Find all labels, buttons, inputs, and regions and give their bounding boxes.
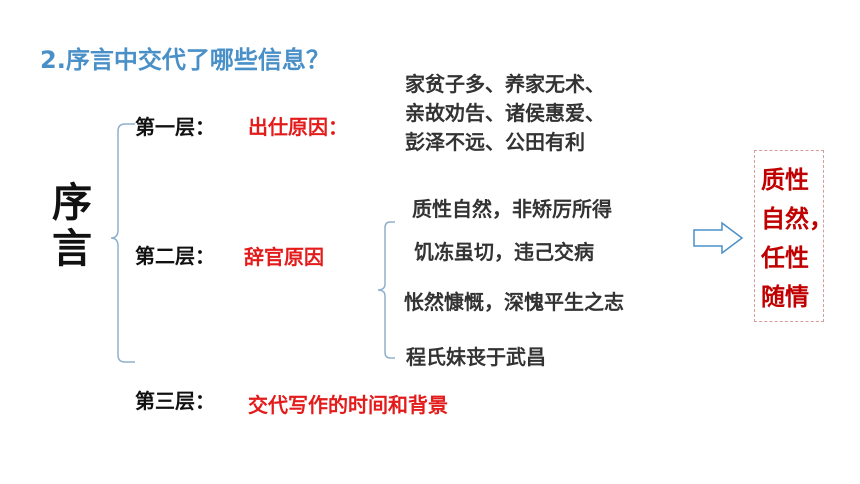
- layer3-topic: 交代写作的时间和背景: [248, 393, 448, 417]
- layer2-topic: 辞官原因: [244, 245, 324, 269]
- conclusion-box: 质性 自然， 任性 随情: [754, 150, 833, 322]
- layer2-detail-line: 饥冻虽切，违己交病: [414, 240, 594, 264]
- layer3-label: 第三层：: [135, 389, 215, 413]
- layer1-label: 第一层：: [135, 115, 215, 139]
- layer1-topic: 出仕原因：: [248, 115, 348, 139]
- conclusion-line: 随情: [761, 283, 809, 311]
- layer2-detail-line: 程氏妹丧于武昌: [406, 345, 546, 369]
- layer1-detail-line: 亲故劝告、诸侯惠爱、: [405, 101, 605, 125]
- layer2-bracket: [377, 221, 395, 359]
- right-arrow-icon: [693, 221, 744, 255]
- conclusion-line: 任性: [761, 244, 809, 272]
- layer1-detail-line: 家贫子多、养家无术、: [405, 72, 605, 96]
- conclusion-line: 自然，: [761, 205, 833, 233]
- conclusion-line: 质性: [761, 166, 809, 194]
- layer1-detail-line: 彭泽不远、公田有利: [405, 130, 585, 154]
- layer1-details: 家贫子多、养家无术、 亲故劝告、诸侯惠爱、 彭泽不远、公田有利: [405, 70, 605, 157]
- layer2-detail-line: 质性自然，非矫厉所得: [412, 197, 612, 221]
- layer2-detail-line: 怅然慷慨，深愧平生之志: [404, 290, 624, 314]
- main-bracket: [110, 123, 135, 363]
- main-label: 序言: [52, 180, 92, 272]
- slide-title: 2.序言中交代了哪些信息？: [40, 46, 330, 74]
- layer2-label: 第二层：: [135, 244, 215, 268]
